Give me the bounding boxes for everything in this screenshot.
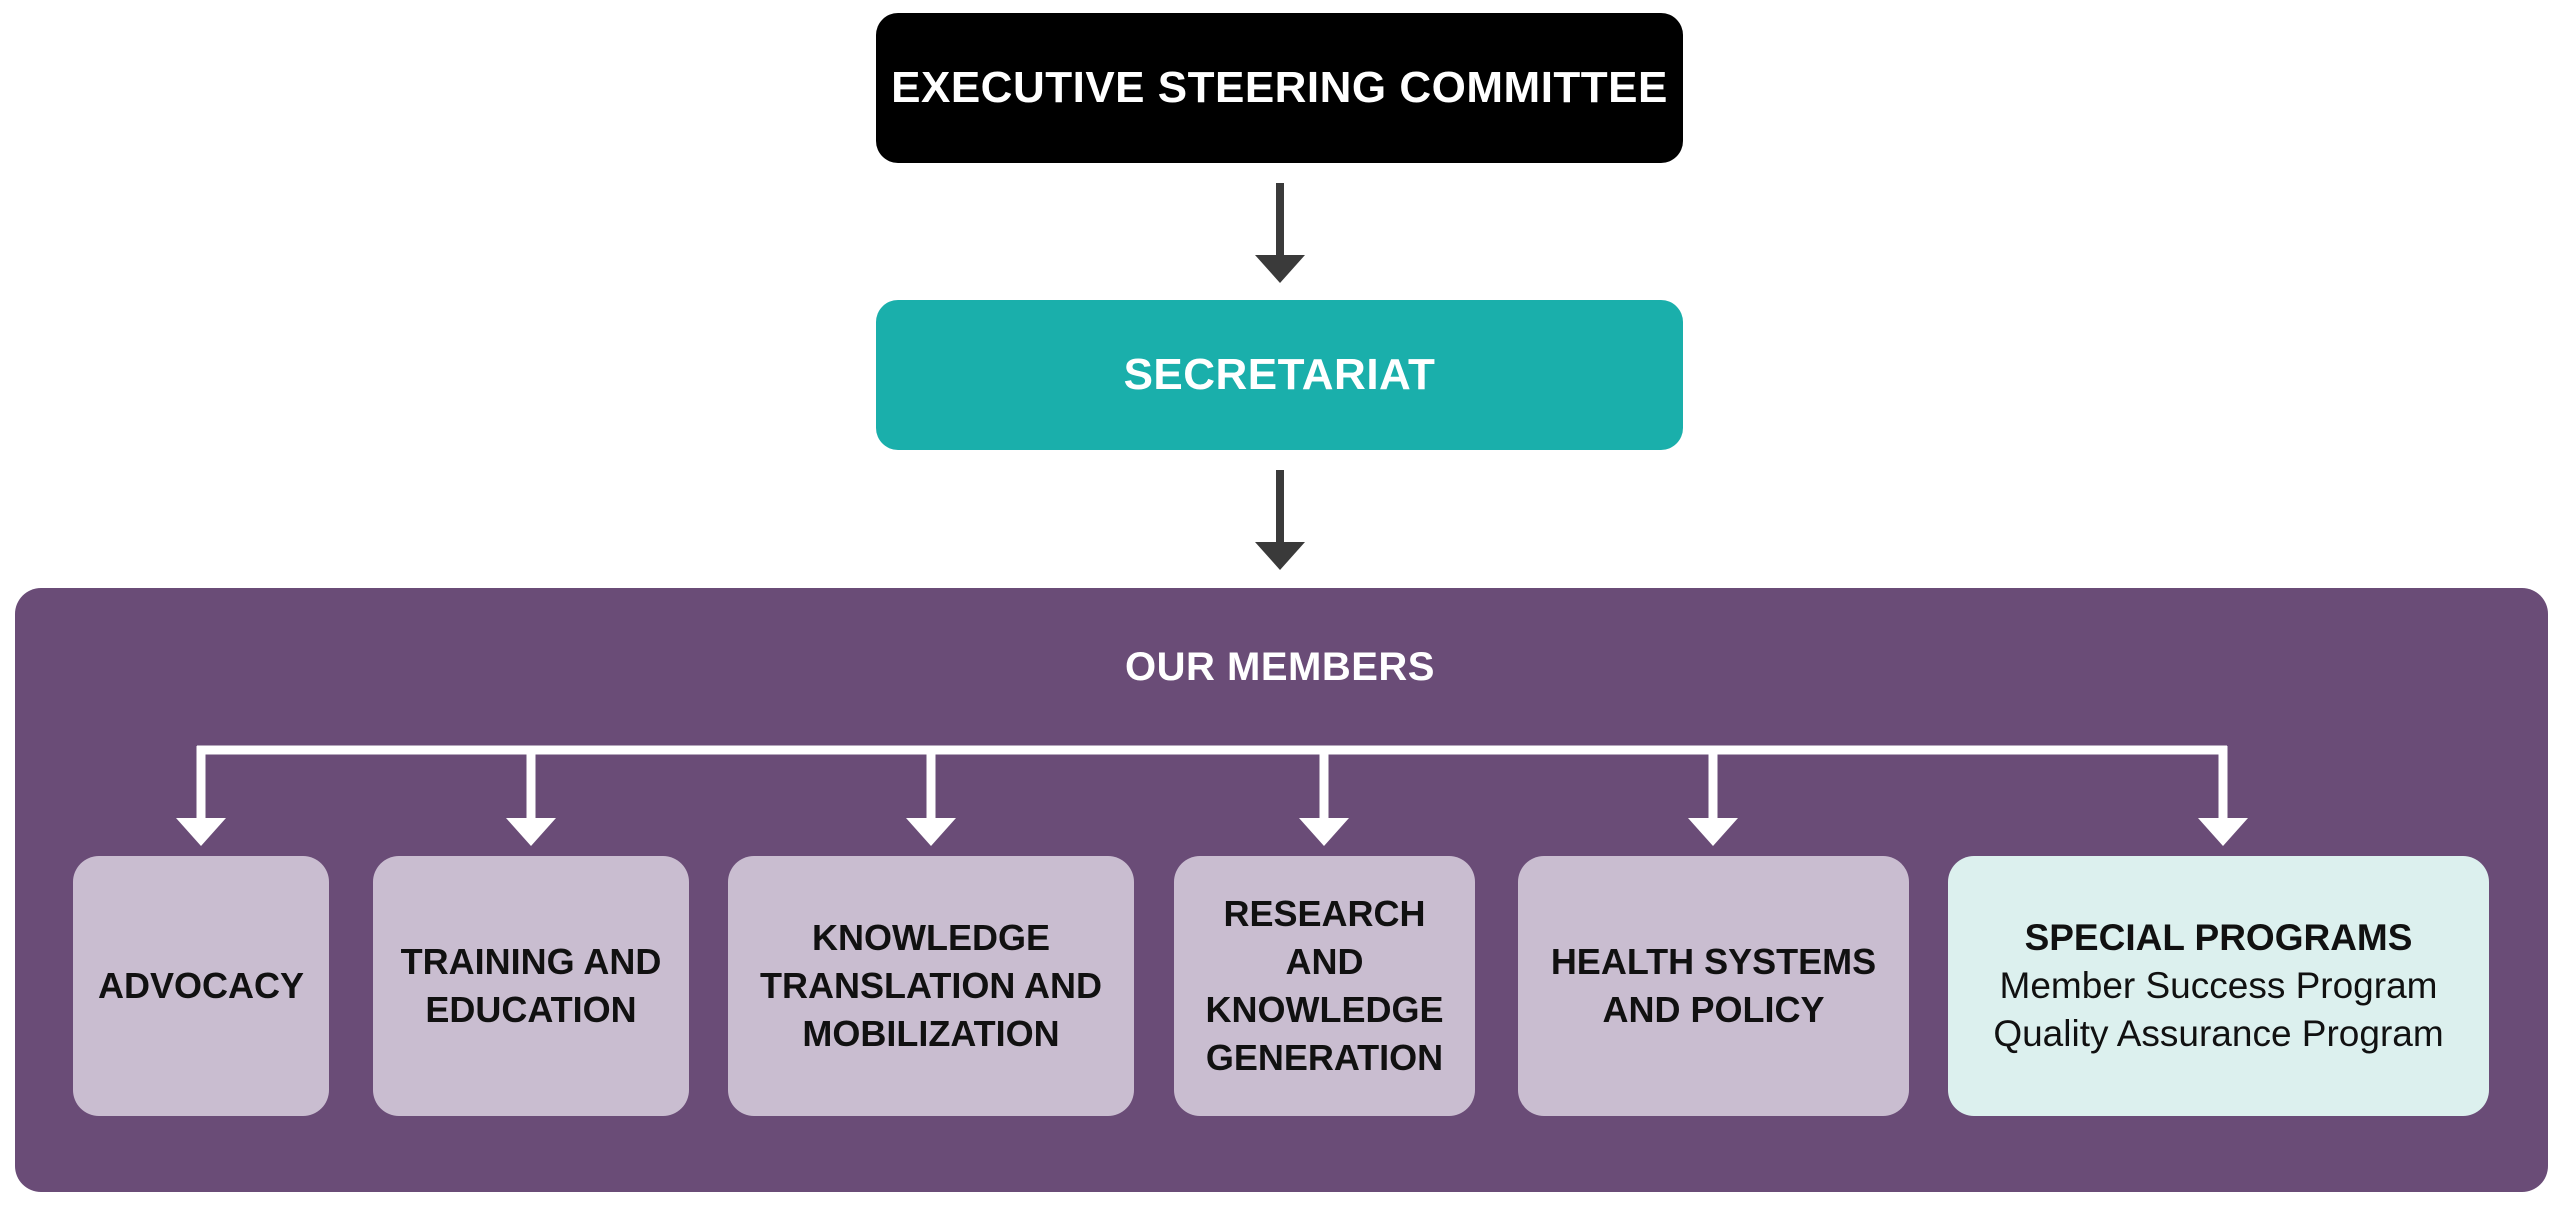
executive-steering-committee-box: EXECUTIVE STEERING COMMITTEE xyxy=(876,13,1683,163)
member-group-label: RESEARCH xyxy=(1223,893,1426,934)
member-group-label: HEALTH SYSTEMS xyxy=(1550,941,1877,982)
arrow-down-icon xyxy=(176,818,226,846)
arrow-down-icon xyxy=(1688,818,1738,846)
special-program-item: Quality Assurance Program xyxy=(1993,1013,2444,1054)
member-group-research: RESEARCH AND KNOWLEDGE GENERATION xyxy=(1174,856,1475,1116)
member-group-label: KNOWLEDGE xyxy=(1205,989,1444,1030)
executive-label: EXECUTIVE STEERING COMMITTEE xyxy=(891,63,1668,112)
special-programs-box: SPECIAL PROGRAMS Member Success Program … xyxy=(1948,856,2489,1116)
member-group-label: TRAINING AND xyxy=(400,941,662,982)
special-program-item: Member Success Program xyxy=(1999,965,2438,1006)
member-group-advocacy: ADVOCACY xyxy=(73,856,329,1116)
special-programs-title: SPECIAL PROGRAMS xyxy=(2024,917,2413,958)
secretariat-box: SECRETARIAT xyxy=(876,300,1683,450)
arrow-down-icon xyxy=(1255,183,1305,283)
arrow-down-icon xyxy=(506,818,556,846)
secretariat-label: SECRETARIAT xyxy=(1123,350,1436,399)
members-title: OUR MEMBERS xyxy=(1125,645,1435,689)
member-group-label: AND xyxy=(1285,941,1364,982)
member-group-label: GENERATION xyxy=(1205,1037,1444,1078)
member-group-health-systems: HEALTH SYSTEMS AND POLICY xyxy=(1518,856,1909,1116)
member-group-label: KNOWLEDGE xyxy=(812,917,1050,958)
member-group-training-and-education: TRAINING AND EDUCATION xyxy=(373,856,689,1116)
member-group-label: AND POLICY xyxy=(1602,989,1825,1030)
member-group-knowledge-translation: KNOWLEDGE TRANSLATION AND MOBILIZATION xyxy=(728,856,1134,1116)
member-group-label: MOBILIZATION xyxy=(802,1013,1060,1054)
arrow-down-icon xyxy=(1255,470,1305,570)
member-group-label: ADVOCACY xyxy=(97,965,304,1006)
member-group-label: EDUCATION xyxy=(425,989,637,1030)
arrow-down-icon xyxy=(2198,818,2248,846)
arrow-down-icon xyxy=(906,818,956,846)
member-group-label: TRANSLATION AND xyxy=(760,965,1102,1006)
arrow-down-icon xyxy=(1299,818,1349,846)
